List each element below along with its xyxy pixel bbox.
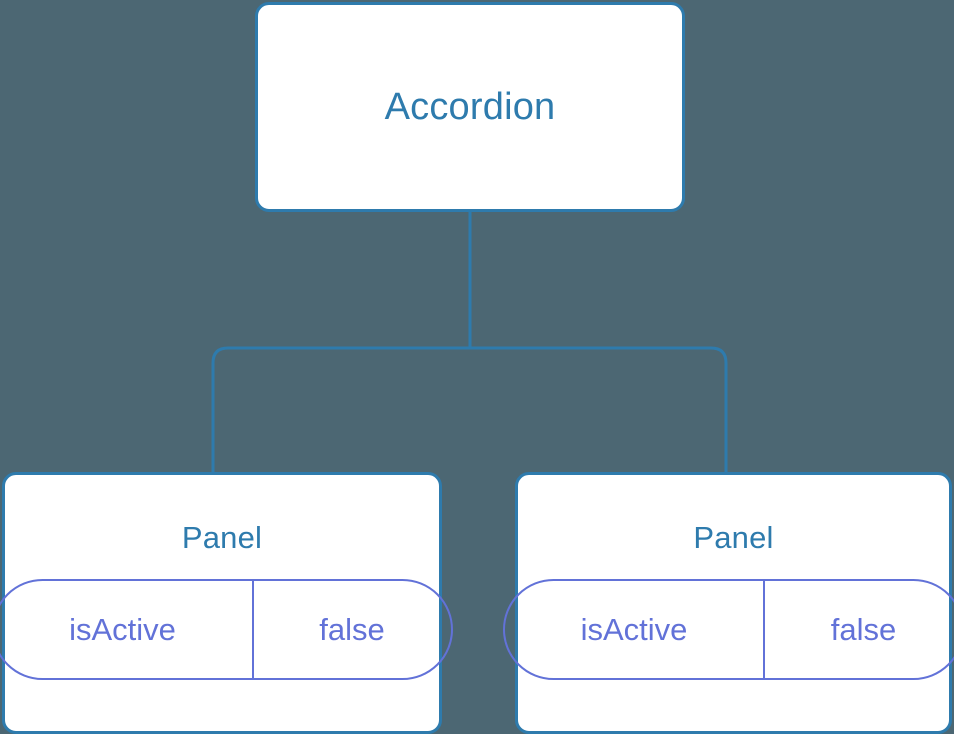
- node-panel-right[interactable]: Panel isActive false: [503, 472, 954, 734]
- prop-value-isactive-left: false: [319, 612, 385, 647]
- prop-key-isactive-right: isActive: [505, 581, 765, 678]
- node-accordion-title: Accordion: [384, 86, 556, 128]
- prop-key-isactive-left: isActive: [0, 581, 254, 678]
- edge-root-to-panel-left: [211, 346, 470, 474]
- node-panel-right-title: Panel: [693, 520, 774, 555]
- node-accordion[interactable]: Accordion: [255, 2, 685, 212]
- prop-value-isactive-right: false: [830, 612, 897, 647]
- node-panel-left-title: Panel: [181, 520, 263, 555]
- node-panel-left[interactable]: Panel isActive false: [0, 472, 453, 734]
- prop-pill-isactive-left[interactable]: isActive false: [0, 579, 453, 680]
- prop-pill-isactive-right[interactable]: isActive false: [503, 579, 954, 680]
- edge-root-to-panel-right: [470, 346, 728, 474]
